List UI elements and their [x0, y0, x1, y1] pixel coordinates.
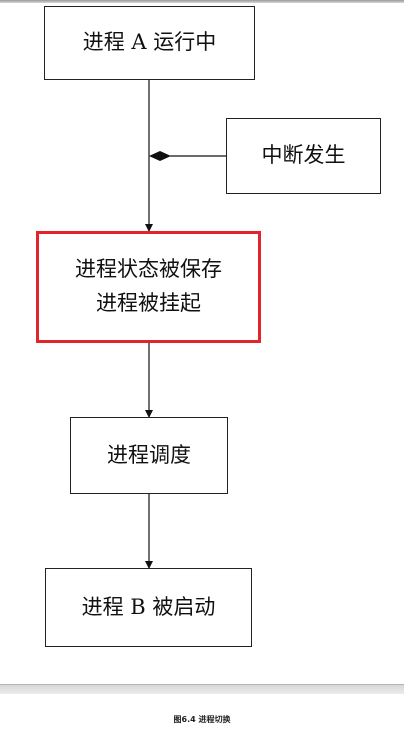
node-process-b-label: 进程 B 被启动	[81, 594, 216, 619]
node-process-a-label: 进程 A 运行中	[82, 30, 217, 55]
interrupt-diamond	[149, 151, 171, 161]
top-border	[0, 0, 404, 3]
node-scheduling-label: 进程调度	[107, 442, 191, 467]
page-divider-edge	[0, 684, 404, 685]
figure-caption: 图6.4 进程切换	[173, 715, 231, 724]
node-process-scheduling: 进程调度	[70, 417, 228, 494]
page-divider	[0, 684, 404, 694]
node-process-a-running: 进程 A 运行中	[44, 6, 255, 80]
node-state-saved-suspended: 进程状态被保存 进程被挂起	[36, 231, 261, 343]
node-interrupt-label: 中断发生	[261, 143, 346, 168]
node-process-b-started: 进程 B 被启动	[45, 568, 252, 647]
node-state-saved-label: 进程状态被保存 进程被挂起	[75, 257, 222, 315]
node-interrupt-occurs: 中断发生	[226, 118, 381, 194]
